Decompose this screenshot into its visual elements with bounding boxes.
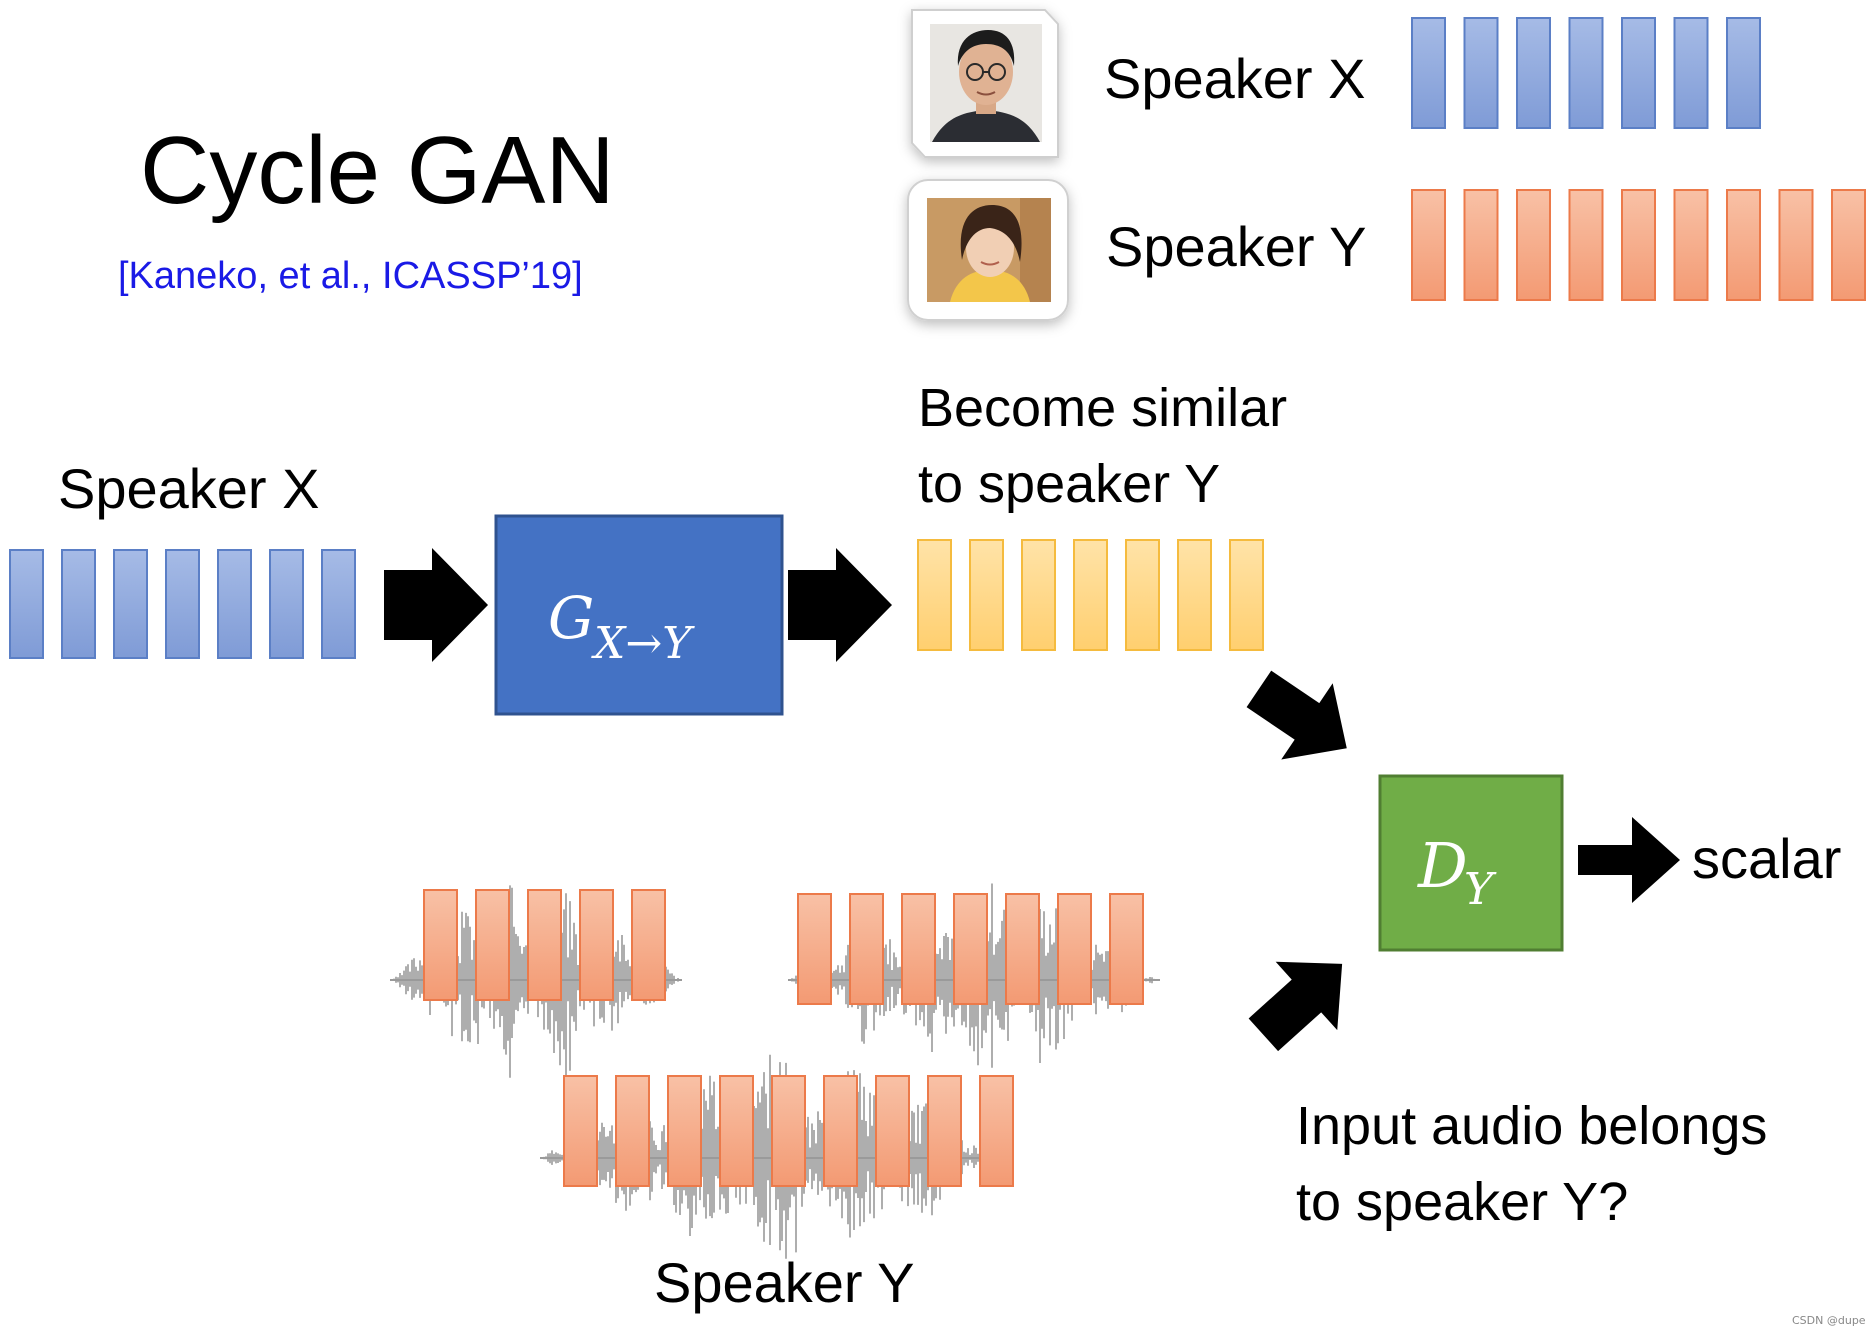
feature-frame: [321, 549, 356, 659]
feature-frame: [61, 549, 96, 659]
feature-frame: [1005, 893, 1040, 1005]
feature-frame: [1673, 189, 1709, 301]
feature-frame: [1411, 189, 1446, 301]
discriminator-symbol: D: [1417, 829, 1468, 902]
thick-arrow-icon: [1248, 961, 1343, 1052]
feature-frame: [615, 1075, 650, 1187]
feature-frame: [927, 1075, 962, 1187]
thick-arrow-icon: [1578, 817, 1680, 903]
feature-frame: [1778, 189, 1814, 301]
real-sample-1: [390, 885, 682, 1081]
feature-frame: [1831, 189, 1866, 301]
watermark: CSDN @dupei: [1792, 1314, 1866, 1327]
feature-frame: [797, 893, 832, 1005]
page-title: Cycle GAN: [140, 117, 615, 224]
real-samples-speaker-y-label: Speaker Y: [654, 1251, 914, 1314]
man-portrait-icon: [932, 30, 1040, 142]
feature-frame: [849, 893, 884, 1005]
feature-frame: [1726, 17, 1761, 129]
citation-link[interactable]: [Kaneko, et al., ICASSP’19]: [118, 255, 583, 297]
feature-frame: [165, 549, 200, 659]
feature-frame: [113, 549, 148, 659]
feature-frame: [1568, 189, 1604, 301]
feature-frame: [1463, 17, 1499, 129]
real-sample-3: [540, 1054, 1014, 1259]
feature-frame: [719, 1075, 754, 1187]
feature-frame: [1621, 17, 1656, 129]
feature-frame: [527, 889, 562, 1001]
feature-frame: [1021, 539, 1056, 651]
output-label-line1: Become similar: [918, 378, 1287, 438]
discriminator-block: D Y: [1378, 774, 1564, 952]
feature-frame: [1516, 17, 1551, 129]
real-sample-2: [788, 883, 1160, 1068]
question-line2: to speaker Y?: [1296, 1172, 1628, 1232]
feature-frame: [217, 549, 252, 659]
generator-symbol: G: [548, 584, 594, 652]
feature-frame: [979, 1075, 1014, 1187]
legend-speaker-x-label: Speaker X: [1104, 47, 1366, 110]
converted-output-frames: [917, 539, 1264, 651]
input-speaker-x-label: Speaker X: [58, 457, 320, 520]
scalar-output-label: scalar: [1692, 827, 1841, 890]
question-line1: Input audio belongs: [1296, 1096, 1767, 1156]
thick-arrow-icon: [384, 548, 488, 662]
legend-speaker-x-frames: [1411, 17, 1761, 129]
feature-frame: [875, 1075, 910, 1187]
output-label-line2: to speaker Y: [918, 454, 1220, 514]
feature-frame: [1411, 17, 1446, 129]
generator-subscript: X→Y: [591, 618, 695, 669]
feature-frame: [953, 893, 988, 1005]
feature-frame: [771, 1075, 806, 1187]
feature-frame: [667, 1075, 702, 1187]
feature-frame: [823, 1075, 858, 1187]
feature-frame: [1568, 17, 1604, 129]
speaker-x-avatar: [911, 9, 1059, 158]
feature-frame: [1177, 539, 1212, 651]
generator-block: G X→Y: [494, 514, 784, 716]
feature-frame: [9, 549, 44, 659]
feature-frame: [1073, 539, 1108, 651]
feature-frame: [917, 539, 952, 651]
feature-frame: [1109, 893, 1144, 1005]
feature-frame: [1229, 539, 1264, 651]
thick-arrow-icon: [1246, 670, 1347, 760]
feature-frame: [1673, 17, 1709, 129]
woman-portrait-icon: [927, 198, 1051, 302]
discriminator-subscript: Y: [1464, 864, 1497, 915]
feature-frame: [1726, 189, 1761, 301]
feature-frame: [269, 549, 304, 659]
legend-speaker-y-label: Speaker Y: [1106, 215, 1366, 278]
feature-frame: [1621, 189, 1656, 301]
feature-frame: [1125, 539, 1160, 651]
speaker-y-avatar: [907, 179, 1069, 321]
feature-frame: [969, 539, 1004, 651]
thick-arrow-icon: [788, 548, 892, 662]
feature-frame: [1463, 189, 1499, 301]
feature-frame: [579, 889, 614, 1001]
feature-frame: [475, 889, 510, 1001]
feature-frame: [901, 893, 936, 1005]
feature-frame: [1516, 189, 1551, 301]
feature-frame: [631, 889, 666, 1001]
legend-speaker-y-frames: [1411, 189, 1866, 301]
input-speaker-x-frames: [9, 549, 356, 659]
feature-frame: [563, 1075, 598, 1187]
feature-frame: [1057, 893, 1092, 1005]
feature-frame: [423, 889, 458, 1001]
